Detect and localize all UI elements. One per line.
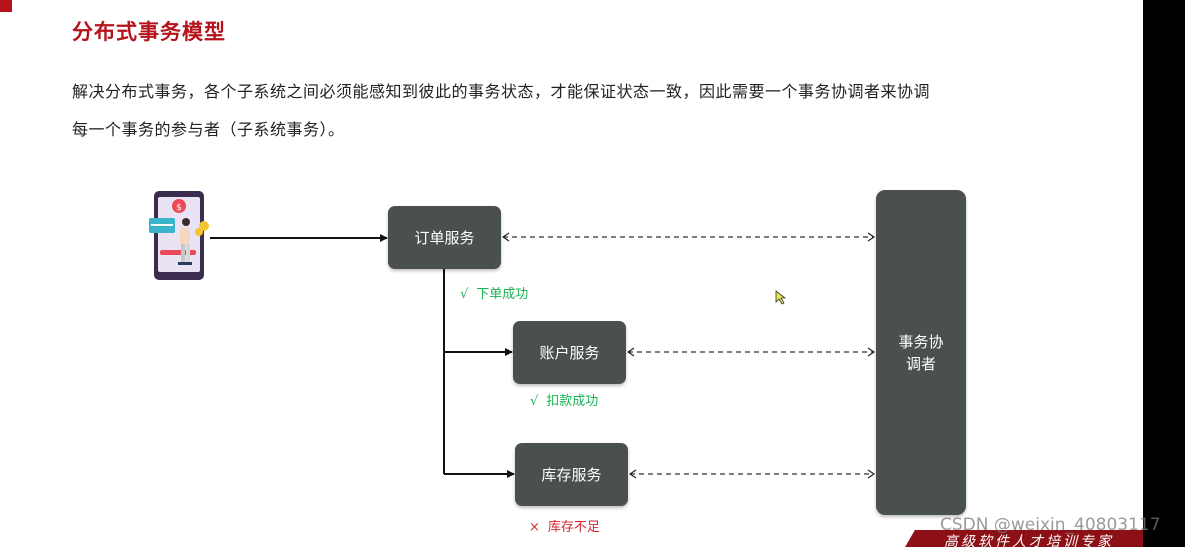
stock-service-box[interactable]: 库存服务 [515,443,628,506]
user-phone-illustration: $ [149,191,209,280]
slide-title: 分布式事务模型 [72,20,226,44]
diagram-connectors: $ [149,191,1143,547]
account-status-text: 扣款成功 [546,394,599,409]
transaction-coordinator-label: 事务协调者 [898,332,944,373]
check-icon: √ [460,287,469,302]
transaction-coordinator-box[interactable]: 事务协调者 [876,190,966,515]
order-status-text: 下单成功 [476,287,529,302]
account-service-box[interactable]: 账户服务 [513,321,626,384]
description-line-2: 每一个事务的参与者（子系统事务）。 [72,120,345,139]
svg-text:$: $ [176,203,182,213]
order-service-label: 订单服务 [414,229,475,247]
cross-icon: × [529,520,540,535]
footer-banner-text: 高级软件人才培训专家 [944,534,1114,547]
stock-status-text: 库存不足 [547,520,600,535]
slide: 分布式事务模型 解决分布式事务，各个子系统之间必须能感知到彼此的事务状态，才能保… [0,0,1143,547]
check-icon: √ [530,394,539,409]
stock-status: × 库存不足 [529,516,600,535]
account-service-label: 账户服务 [539,344,600,362]
order-service-box[interactable]: 订单服务 [388,206,501,269]
order-status: √ 下单成功 [460,283,528,302]
mouse-cursor-icon [775,290,787,305]
corner-accent [0,0,12,12]
description-line-1: 解决分布式事务，各个子系统之间必须能感知到彼此的事务状态，才能保证状态一致，因此… [72,82,931,101]
stock-service-label: 库存服务 [541,466,602,484]
account-status: √ 扣款成功 [530,390,598,409]
csdn-watermark: CSDN @weixin_40803117 [940,515,1161,535]
